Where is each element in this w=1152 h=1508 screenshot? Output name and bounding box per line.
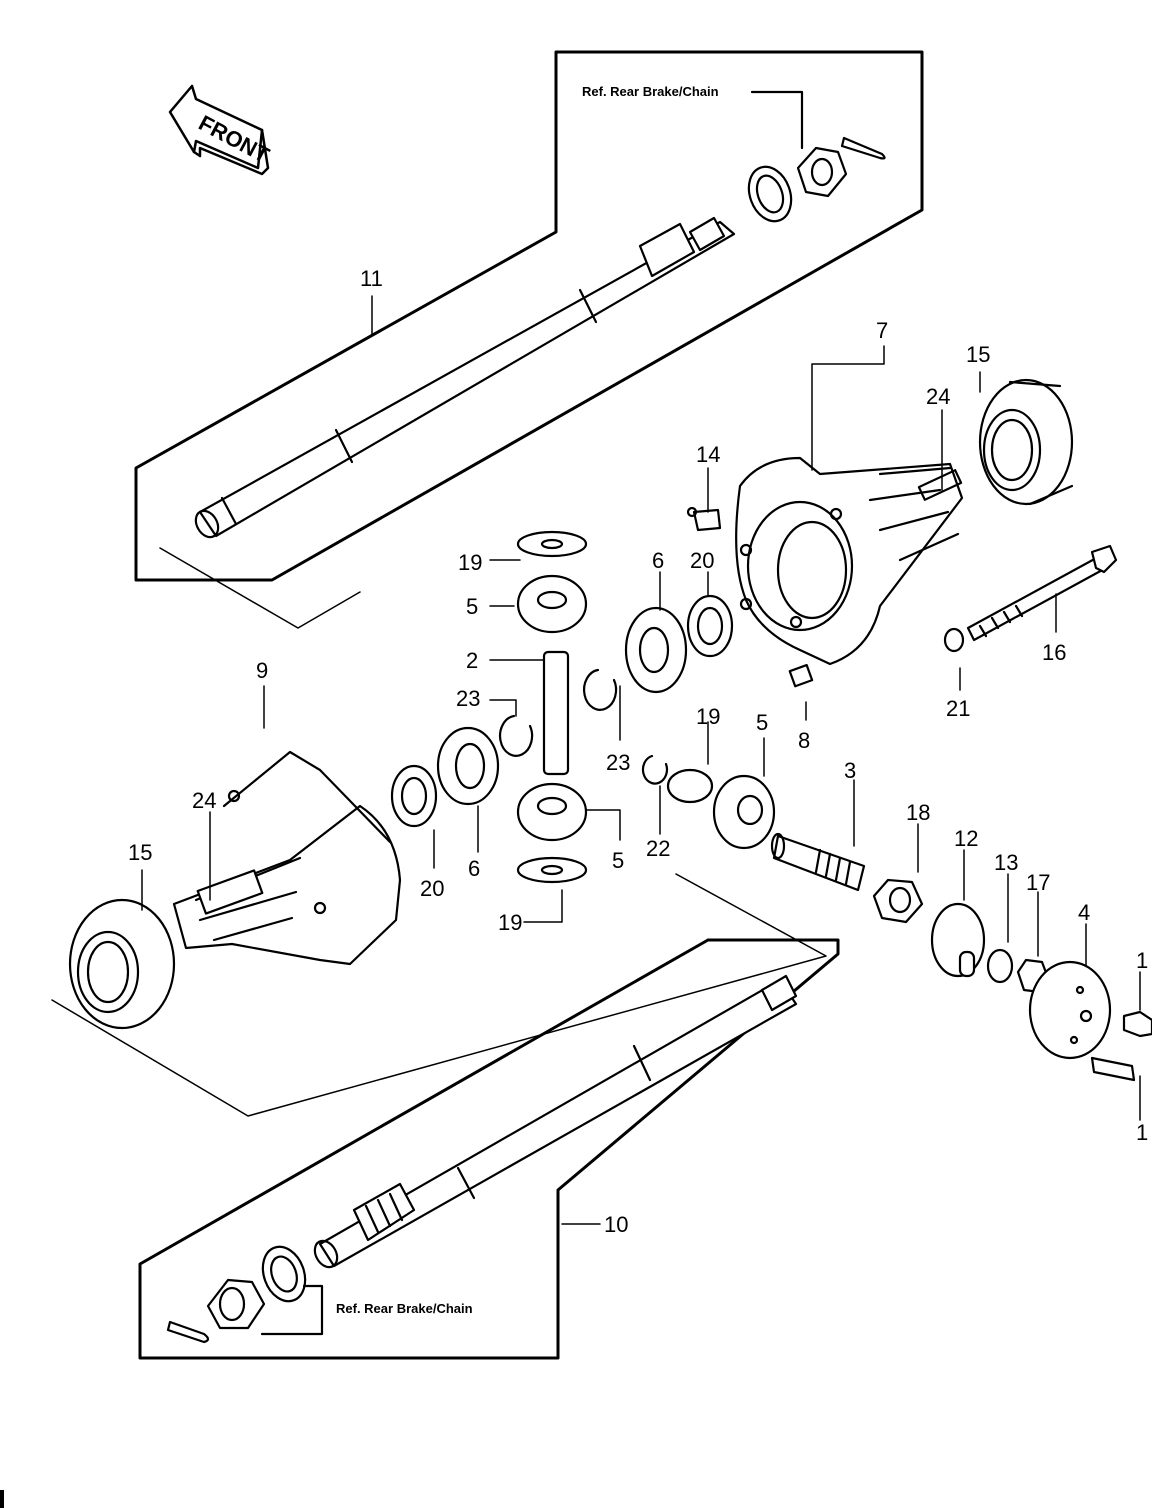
bottom-ref-washer-nut-pin [166, 1245, 324, 1344]
part-label-1-upper: 1 [1136, 948, 1149, 973]
part-label-19-right: 19 [696, 704, 721, 729]
bearing-15-top [978, 378, 1074, 506]
part-label-19-bottom: 19 [498, 910, 523, 935]
lock-washer-13 [986, 948, 1014, 984]
part-label-23-left: 23 [456, 686, 481, 711]
washer-20-right [686, 594, 734, 658]
side-gear-6-right [624, 606, 688, 694]
washer-21 [943, 627, 965, 653]
bearing-15-left [68, 898, 176, 1030]
part-label-10: 10 [604, 1212, 629, 1237]
part-label-22: 22 [646, 836, 671, 861]
pinion-gear-5-right [712, 774, 776, 850]
washer-19-top [516, 530, 588, 558]
part-label-3: 3 [844, 758, 857, 783]
top-shaft-frame [134, 50, 924, 582]
part-label-20-right: 20 [690, 548, 715, 573]
washer-19-right [666, 768, 714, 804]
part-label-11: 11 [360, 266, 383, 291]
bottom-alignment-box [51, 873, 827, 1117]
top-ref-washer-nut-pin [747, 90, 886, 223]
part-label-7: 7 [876, 318, 889, 343]
axle-shaft-11 [194, 216, 736, 539]
part-label-2: 2 [466, 648, 479, 673]
bolt-1-upper [1122, 1010, 1152, 1038]
long-bolt-16 [966, 544, 1118, 642]
pinion-gear-5-bottom [516, 782, 588, 842]
part-label-6-right: 6 [652, 548, 665, 573]
part-label-6-left: 6 [468, 856, 481, 881]
axle-shaft-10 [313, 974, 798, 1269]
reference-rear-brake-chain-top: Ref. Rear Brake/Chain [582, 84, 719, 99]
part-label-9: 9 [256, 658, 269, 683]
nut-18 [872, 878, 924, 924]
plate-4 [1028, 960, 1112, 1060]
part-label-5-right: 5 [756, 710, 769, 735]
sleeve-8 [788, 663, 814, 688]
part-label-18: 18 [906, 800, 931, 825]
differential-housing-9 [172, 750, 402, 966]
circlip-23-right [582, 668, 618, 711]
part-label-24-top: 24 [926, 384, 951, 409]
circlip-23-left [498, 714, 534, 757]
bottom-shaft-frame [138, 938, 840, 1360]
part-label-12: 12 [954, 826, 979, 851]
circlip-22 [641, 754, 669, 785]
part-label-19-top: 19 [458, 550, 483, 575]
part-label-15-left: 15 [128, 840, 153, 865]
part-label-5-top: 5 [466, 594, 479, 619]
part-label-21: 21 [946, 696, 971, 721]
reference-rear-brake-chain-bottom: Ref. Rear Brake/Chain [336, 1301, 473, 1316]
front-arrow-icon [168, 84, 270, 176]
part-label-1-lower: 1 [1136, 1120, 1149, 1145]
pinion-shaft-2 [542, 650, 570, 776]
page-crop-mark [0, 1490, 4, 1508]
top-alignment-box [159, 547, 361, 629]
part-label-20-left: 20 [420, 876, 445, 901]
pinion-gear-5-top [516, 574, 588, 634]
differential-housing-7 [735, 456, 964, 666]
part-label-23-right: 23 [606, 750, 631, 775]
side-gear-6-left [436, 726, 500, 806]
part-label-24-left: 24 [192, 788, 217, 813]
washer-19-bottom [516, 856, 588, 884]
leader-lines [141, 295, 1141, 1225]
lever-12 [930, 902, 986, 978]
part-label-14: 14 [696, 442, 721, 467]
grease-nipple-14 [686, 506, 722, 532]
part-label-15-top: 15 [966, 342, 991, 367]
part-label-5-bottom: 5 [612, 848, 625, 873]
part-label-13: 13 [994, 850, 1019, 875]
bolt-1-lower [1090, 1056, 1136, 1082]
part-label-16: 16 [1042, 640, 1067, 665]
part-label-4: 4 [1078, 900, 1091, 925]
part-label-17: 17 [1026, 870, 1051, 895]
threaded-shaft-3 [770, 832, 866, 892]
washer-20-left [390, 764, 438, 828]
part-label-8: 8 [798, 728, 811, 753]
